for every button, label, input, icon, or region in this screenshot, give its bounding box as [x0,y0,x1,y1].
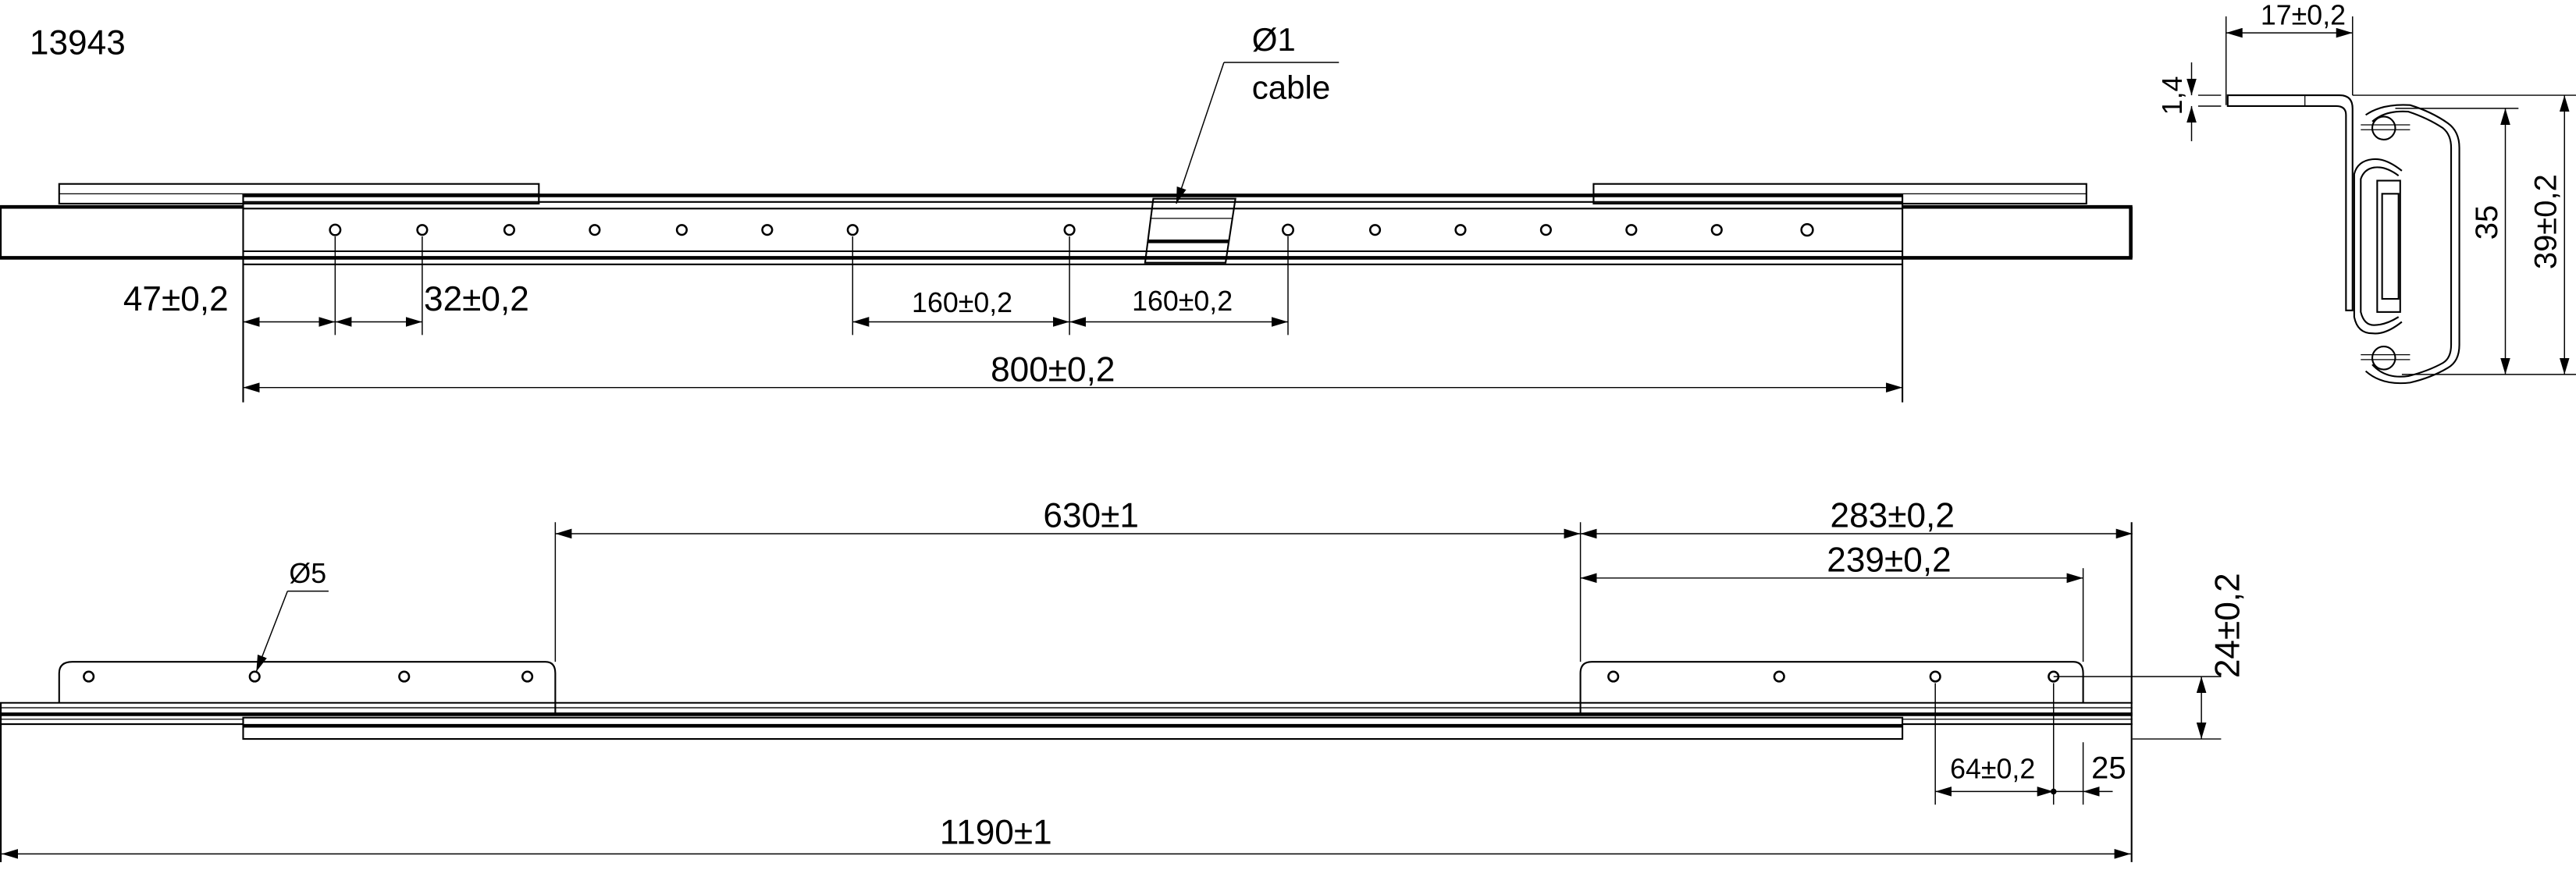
bottom-view: Ø5 630±1 283±0,2 239±0,2 24±0,2 64±0,2 2… [0,497,2247,862]
mounting-hole [1539,224,1552,236]
dim-hole-spacing: 64±0,2 [1950,754,2035,785]
mounting-hole [761,224,774,236]
main-rail [242,194,1904,403]
mounting-hole [1454,224,1467,236]
dim-bracket-holes: 239±0,2 [1827,541,1951,579]
dim-pitch-left: 160±0,2 [912,287,1012,318]
bracket-hole [398,670,411,683]
cable-clip [1144,197,1236,264]
dim-thickness: 1,4 [2157,76,2188,115]
hole-diameter-label: Ø5 [289,558,326,589]
rail-profile [2353,104,2460,385]
upper-ball [2371,115,2396,140]
bracket-hole [1607,670,1620,683]
dim-bracket-height: 24±0,2 [2209,573,2247,678]
cable-label: cable [1252,69,1331,105]
left-rail-stub [0,204,244,260]
dim-hole-pitch: 32±0,2 [424,280,529,318]
top-dimensions: 47±0,2 32±0,2 160±0,2 160±0,2 800±0,2 [123,236,1903,392]
part-number: 13943 [30,23,126,62]
right-rail-stub [1902,204,2133,260]
dim-end-offset: 25 [2091,751,2126,786]
mounting-hole [1282,223,1294,236]
dim-first-hole: 47±0,2 [123,280,229,318]
mounting-hole [589,224,601,236]
bracket-hole [83,670,95,683]
top-view: Ø1 cable 47±0,2 32±0,2 160±0,2 160±0,2 8… [0,21,2133,403]
cable-callout: Ø1 cable [1176,21,1340,204]
mounting-hole [329,223,342,236]
dim-gap: 630±1 [1043,497,1139,535]
mounting-hole [416,224,429,236]
cable-diameter-label: Ø1 [1252,21,1296,58]
bracket-hole [1929,670,1941,683]
extended-rail [0,522,2133,862]
dim-bracket-length: 283±0,2 [1831,497,1955,535]
mounting-hole [1063,224,1076,236]
bracket-hole [521,670,534,683]
section-view: 17±0,2 1,4 35 39±0,2 [2157,0,2576,385]
bracket-hole [1773,670,1785,683]
mounting-hole [1368,224,1382,236]
dim-total-height: 39±0,2 [2529,174,2564,269]
left-bracket [58,661,557,715]
lower-ball [2371,346,2396,371]
right-bracket [1579,661,2084,715]
dim-rail-height: 35 [2470,205,2504,240]
rail-holes [329,223,1814,237]
mounting-hole [503,224,516,236]
dim-overall-800: 800±0,2 [991,350,1115,389]
mounting-hole [1710,224,1723,236]
dim-section-width: 17±0,2 [2261,0,2346,31]
dim-pitch-right: 160±0,2 [1132,286,1233,317]
mounting-hole [1625,224,1638,236]
dim-overall-1190: 1190±1 [940,814,1052,852]
mounting-hole [846,224,859,236]
bracket-hole [248,670,261,683]
mounting-hole [1800,223,1814,237]
mounting-hole [675,224,688,236]
